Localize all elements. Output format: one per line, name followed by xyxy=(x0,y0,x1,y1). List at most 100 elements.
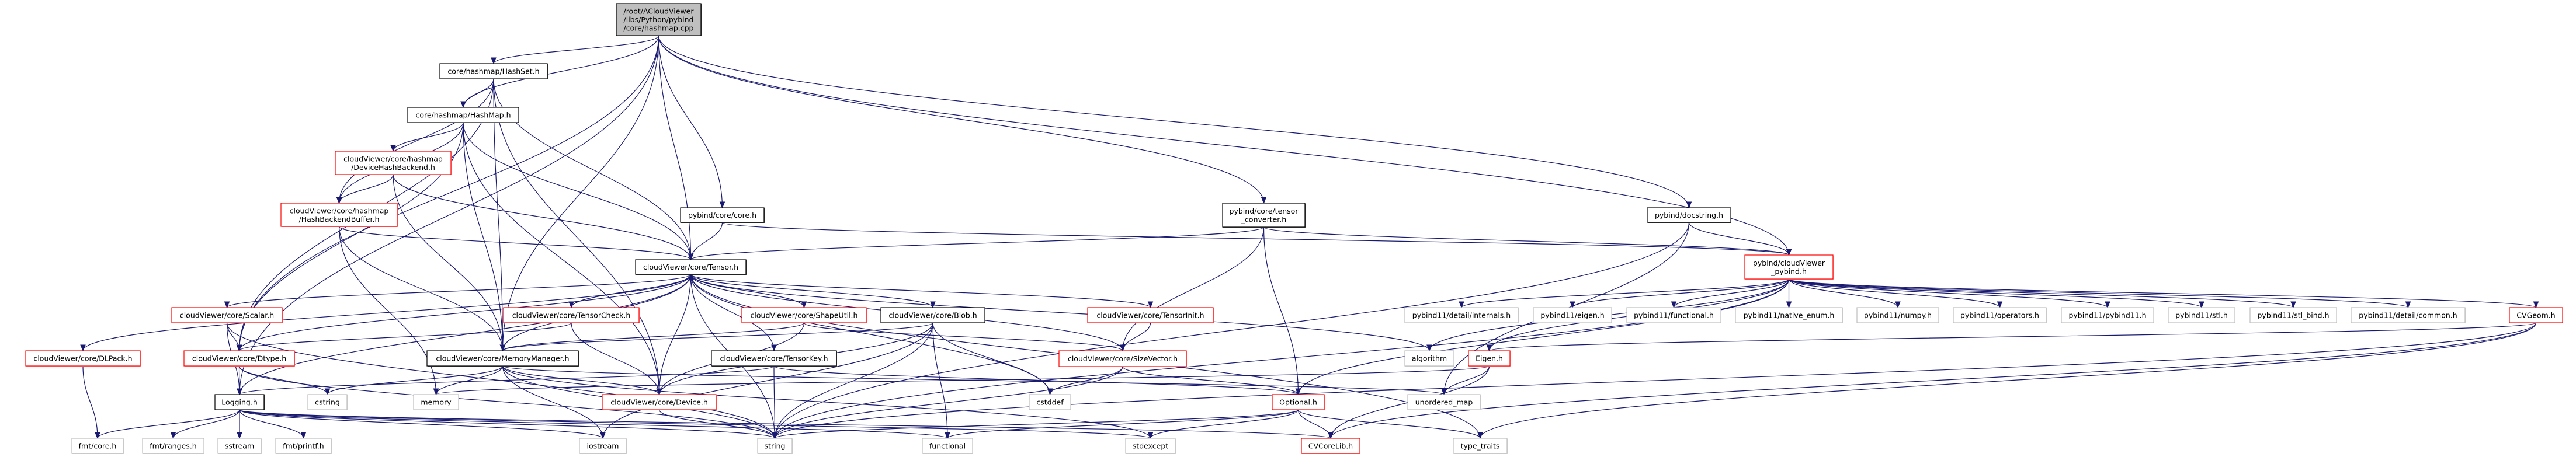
node-tconv[interactable]: pybind/core/tensor_converter.h xyxy=(1222,203,1306,228)
edge-root-to-corecore xyxy=(658,35,725,209)
node-tinit[interactable]: cloudViewer/core/TensorInit.h xyxy=(1087,307,1214,323)
node-dlpack[interactable]: cloudViewer/core/DLPack.h xyxy=(25,350,141,367)
node-label: core/hashmap/HashSet.h xyxy=(447,67,539,76)
node-label: pybind11/pybind11.h xyxy=(2068,311,2146,320)
node-cstddef: cstddef xyxy=(1029,394,1071,410)
edge-optional-to-functional xyxy=(945,409,1299,439)
node-tcheck[interactable]: cloudViewer/core/TensorCheck.h xyxy=(503,307,640,323)
node-label: Optional.h xyxy=(1279,398,1317,407)
node-label: pybind11/native_enum.h xyxy=(1744,311,1835,320)
node-label: cloudViewer/core/Blob.h xyxy=(888,311,977,320)
node-scalar[interactable]: cloudViewer/core/Scalar.h xyxy=(171,307,283,323)
arrowhead xyxy=(1441,388,1447,396)
node-fmtprintf: fmt/printf.h xyxy=(275,438,332,454)
node-sizevec[interactable]: cloudViewer/core/SizeVector.h xyxy=(1058,350,1187,367)
node-tkey[interactable]: cloudViewer/core/TensorKey.h xyxy=(711,350,837,367)
edge-blob-to-cstddef xyxy=(932,322,1053,396)
edge-cvgeom-to-string xyxy=(772,322,2537,439)
edge-root-to-dtype xyxy=(236,35,659,352)
node-label: /core/hashmap.cpp xyxy=(623,24,693,33)
node-p11stl: pybind11/stl.h xyxy=(2168,307,2235,323)
node-label: pybind/cloudViewer xyxy=(1753,259,1825,267)
edge-cvpybind-to-p11eigen xyxy=(1570,278,1790,309)
node-docstring[interactable]: pybind/docstring.h xyxy=(1647,207,1731,223)
edge-sizevec-to-cstddef xyxy=(1047,366,1123,396)
edge-tconv-to-optional xyxy=(1263,226,1301,396)
edge-optional-to-typetraits xyxy=(1297,409,1483,439)
edge-tensor-to-tinit xyxy=(690,274,1154,309)
edge-tconv-to-tensor xyxy=(688,226,1265,261)
node-label: _converter.h xyxy=(1241,215,1286,224)
node-eigen[interactable]: Eigen.h xyxy=(1468,350,1511,367)
edge-tensor-to-scalar xyxy=(224,274,692,309)
node-logging[interactable]: Logging.h xyxy=(214,394,265,410)
arrowhead xyxy=(1120,344,1126,352)
arrowhead xyxy=(772,432,778,439)
edge-logging-to-cvcorelib xyxy=(239,409,1334,439)
arrowhead xyxy=(390,145,396,152)
edge-tcheck-to-tensor xyxy=(571,273,694,308)
node-hbb[interactable]: cloudViewer/core/hashmap/HashBackendBuff… xyxy=(280,203,398,227)
arrowhead xyxy=(224,301,230,309)
node-label: cloudViewer/core/ShapeUtil.h xyxy=(751,311,858,320)
node-label: CVCoreLib.h xyxy=(1308,442,1353,451)
node-device[interactable]: cloudViewer/core/Device.h xyxy=(602,394,717,410)
node-string: string xyxy=(757,438,793,454)
node-cvpybind[interactable]: pybind/cloudViewer_pybind.h xyxy=(1744,254,1834,280)
edge-tensor-to-cstddef xyxy=(690,274,1053,396)
node-label: sstream xyxy=(225,442,254,451)
node-optional[interactable]: Optional.h xyxy=(1272,394,1325,410)
node-p11eigen: pybind11/eigen.h xyxy=(1533,307,1612,323)
arrowhead xyxy=(95,432,100,439)
node-label: iostream xyxy=(587,442,619,451)
edge-cvpybind-to-p11internals xyxy=(1459,278,1790,309)
edge-cvgeom-to-typetraits xyxy=(1477,322,2537,439)
arrowhead xyxy=(324,388,331,396)
edge-cvpybind-to-p11pybind11 xyxy=(1788,278,2110,309)
node-root[interactable]: /root/ACloudViewer/libs/Python/pybind/co… xyxy=(616,3,702,36)
node-sstream: sstream xyxy=(217,438,262,454)
arrowhead xyxy=(170,432,176,439)
node-umap: unordered_map xyxy=(1407,394,1481,410)
node-label: /libs/Python/pybind xyxy=(624,15,694,24)
node-label: unordered_map xyxy=(1415,398,1473,407)
node-label: type_traits xyxy=(1461,442,1500,451)
node-devhash[interactable]: cloudViewer/core/hashmap/DeviceHashBacke… xyxy=(335,151,452,175)
node-p11pybind11: pybind11/pybind11.h xyxy=(2061,307,2154,323)
node-label: /DeviceHashBackend.h xyxy=(351,163,435,172)
node-memmgr[interactable]: cloudViewer/core/MemoryManager.h xyxy=(426,350,579,367)
node-dtype[interactable]: cloudViewer/core/Dtype.h xyxy=(183,350,295,367)
arrowhead xyxy=(2290,301,2296,309)
edge-sizevec-to-optional xyxy=(1122,366,1301,396)
edge-logging-to-fmtranges xyxy=(170,409,240,439)
edge-hbb-to-memory xyxy=(338,226,439,396)
node-hashmap[interactable]: core/hashmap/HashMap.h xyxy=(407,107,519,123)
node-label: _pybind.h xyxy=(1770,267,1807,275)
edge-hbb-to-tensor xyxy=(338,226,694,261)
edge-logging-to-functional xyxy=(239,409,950,439)
node-label: fmt/printf.h xyxy=(283,442,324,451)
node-label: cloudViewer/core/DLPack.h xyxy=(33,354,132,363)
edge-tensor-to-device xyxy=(656,274,692,396)
edge-hashset-to-device xyxy=(493,78,662,396)
node-shapeutil[interactable]: cloudViewer/core/ShapeUtil.h xyxy=(741,307,867,323)
node-corecore[interactable]: pybind/core/core.h xyxy=(680,207,765,223)
node-stdexcept: stdexcept xyxy=(1125,438,1176,454)
arrowhead xyxy=(2199,301,2204,309)
node-cvcorelib[interactable]: CVCoreLib.h xyxy=(1301,438,1360,454)
arrowhead xyxy=(1261,197,1267,204)
arrowhead xyxy=(688,273,694,281)
edge-docstring-to-cvpybind xyxy=(1688,222,1792,256)
edge-root-to-docstring xyxy=(658,35,1692,209)
node-label: memory xyxy=(421,398,452,407)
node-cvgeom[interactable]: CVGeom.h xyxy=(2509,307,2563,323)
edge-scalar-to-dtype xyxy=(226,322,242,352)
node-hashset[interactable]: core/hashmap/HashSet.h xyxy=(439,63,548,79)
node-tensor[interactable]: cloudViewer/core/Tensor.h xyxy=(635,259,747,275)
arrowhead xyxy=(1671,301,1677,309)
edges-layer xyxy=(80,35,2539,439)
node-blob[interactable]: cloudViewer/core/Blob.h xyxy=(880,307,985,323)
edge-corecore-to-tensor xyxy=(688,222,723,261)
node-p11operators: pybind11/operators.h xyxy=(1953,307,2047,323)
